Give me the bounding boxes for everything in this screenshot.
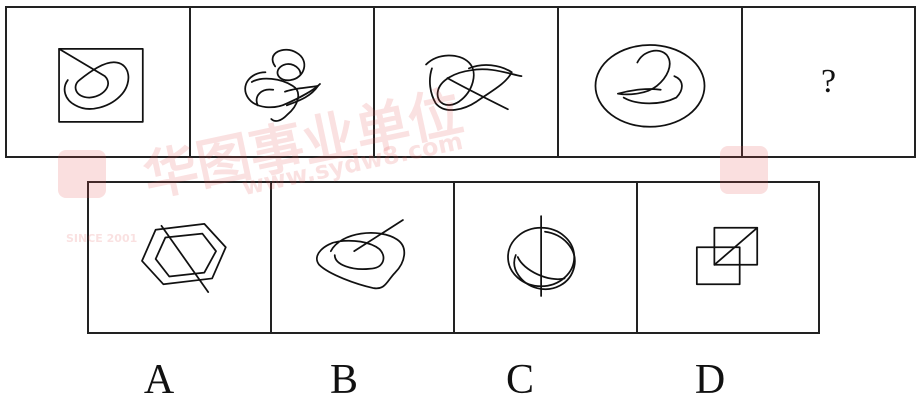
sequence-cell-answer: ? <box>741 6 916 158</box>
figure-square-with-curve <box>7 8 189 156</box>
figure-overlapping-squares <box>638 183 818 332</box>
option-d-cell[interactable] <box>636 181 820 334</box>
option-b-label: B <box>254 356 434 404</box>
figure-tangled-ribbon <box>191 8 373 156</box>
figure-ellipse-with-curve <box>559 8 741 156</box>
sequence-cell-3 <box>373 6 559 158</box>
option-b-cell[interactable] <box>270 181 455 334</box>
sequence-cell-1 <box>5 6 191 158</box>
option-c-label: C <box>430 356 610 404</box>
question-mark: ? <box>743 8 914 156</box>
figure-twisted-loop <box>375 8 557 156</box>
sequence-cell-4 <box>557 6 743 158</box>
figure-looping-blob-with-line <box>272 183 453 332</box>
option-a-cell[interactable] <box>87 181 272 334</box>
option-d-label: D <box>620 356 800 404</box>
figure-hexagons-with-line <box>89 183 270 332</box>
option-c-cell[interactable] <box>453 181 638 334</box>
option-a-label: A <box>69 356 249 404</box>
figure-circle-spiral-with-line <box>455 183 636 332</box>
sequence-cell-2 <box>189 6 375 158</box>
